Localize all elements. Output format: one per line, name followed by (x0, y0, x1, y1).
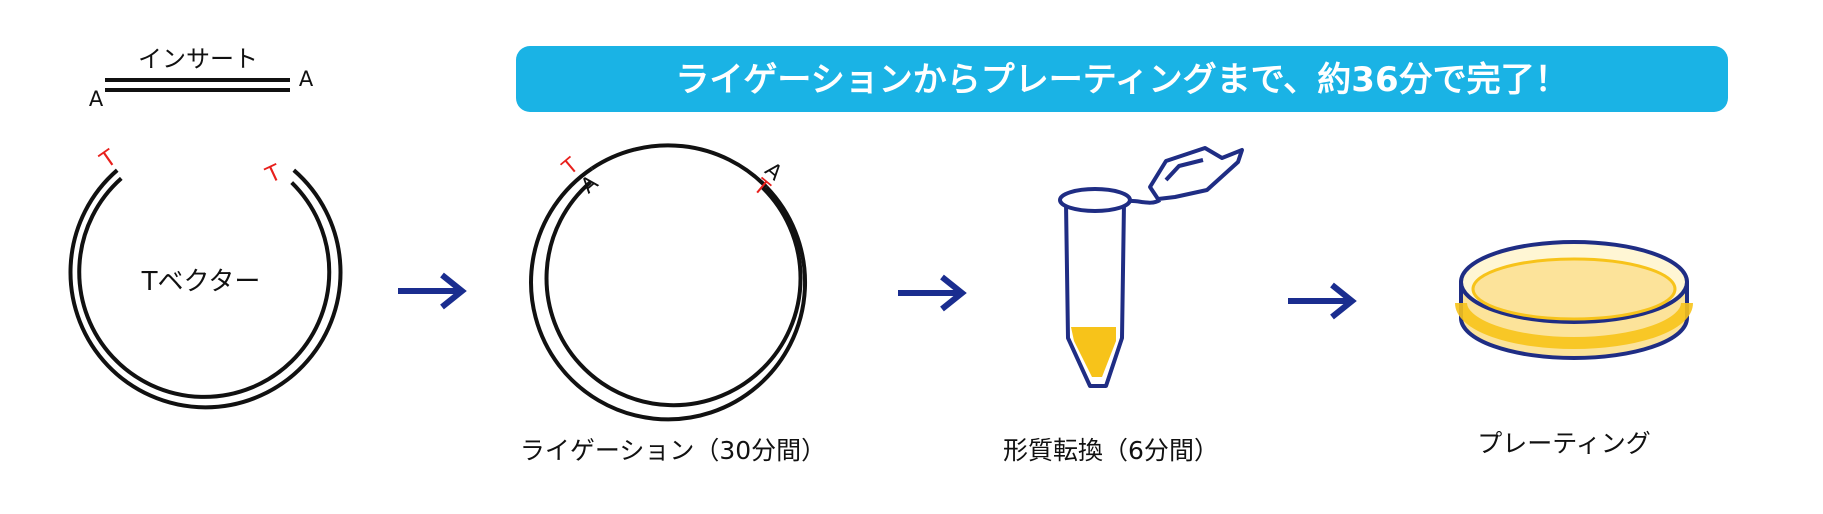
ligation-caption: ライゲーション（30分間） (520, 436, 826, 465)
dish-agar-band (1455, 302, 1693, 349)
insert-end-right: A (299, 67, 314, 91)
tube-cap-inner (1164, 158, 1204, 182)
petri-dish: プレーティング (1455, 240, 1693, 458)
vector-end-left: T (95, 145, 122, 174)
arrow-1-head (440, 272, 467, 310)
transformation-caption: 形質転換（6分間） (1003, 436, 1219, 465)
arrow-3-head (1330, 282, 1357, 320)
ligated-inner-strand (544, 180, 803, 408)
tube-hinge (1127, 198, 1162, 205)
tube-cap (1148, 146, 1244, 201)
tube-rim (1058, 187, 1132, 213)
dish-agar (1471, 257, 1677, 321)
vector-outer-strand (68, 168, 343, 410)
ligated-outer-strand-upper (590, 143, 768, 189)
arrow-3 (1288, 282, 1357, 320)
ligated-outer-strand-lower (529, 166, 808, 422)
insert-dna: インサート A A (89, 45, 314, 111)
arrow-2 (898, 274, 967, 312)
plating-caption: プレーティング (1477, 429, 1651, 458)
microtube: 形質転換（6分間） (1003, 146, 1244, 465)
insert-label: インサート (138, 45, 258, 73)
banner: ライゲーションからプレーティングまで、約36分で完了！ (516, 46, 1728, 112)
vector-label: Tベクター (141, 267, 261, 297)
vector-inner-strand (77, 176, 332, 399)
vector-end-right: T (262, 160, 286, 189)
insert-end-left: A (89, 87, 104, 111)
tube-liquid (1071, 327, 1116, 377)
banner-text: ライゲーションからプレーティングまで、約36分で完了！ (675, 60, 1568, 100)
arrow-2-head (940, 274, 967, 312)
t-vector: T T Tベクター (68, 145, 343, 410)
banner-background (516, 46, 1728, 112)
arrow-1 (398, 272, 467, 310)
ligated-plasmid: T A A T ライゲーション（30分間） (520, 143, 826, 465)
